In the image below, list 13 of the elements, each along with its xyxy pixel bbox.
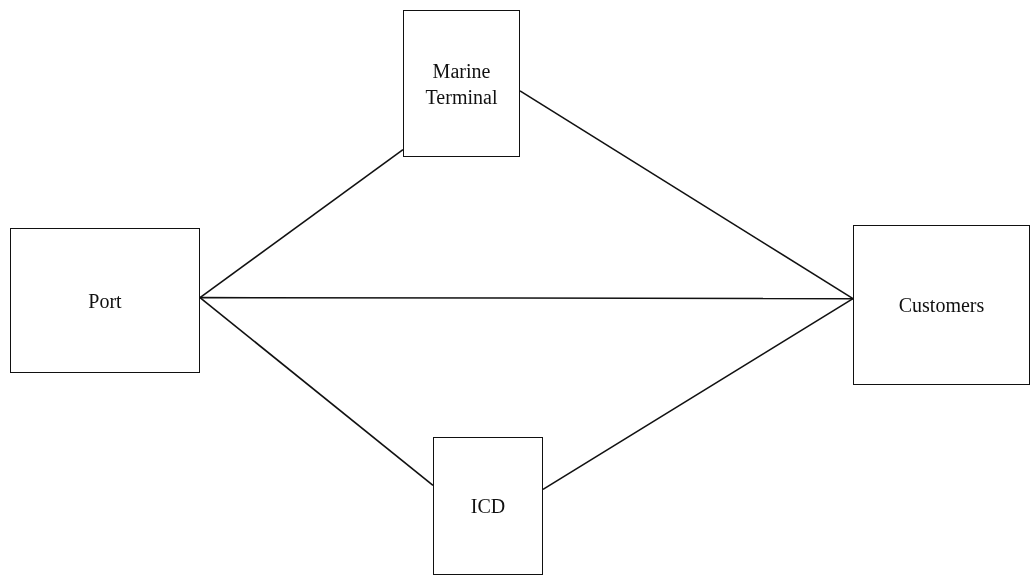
connector-line xyxy=(199,296,854,300)
connector-line xyxy=(519,90,854,300)
node-label: Port xyxy=(88,288,122,314)
node-label: Marine Terminal xyxy=(424,58,499,110)
connector-line xyxy=(199,148,404,299)
connector-line xyxy=(199,296,434,487)
process-box xyxy=(403,10,520,157)
connector-line xyxy=(542,297,854,491)
node-label: Customers xyxy=(898,293,985,318)
process-box xyxy=(10,228,200,373)
process-box xyxy=(853,225,1030,385)
node-label: ICD xyxy=(470,494,506,519)
process-box xyxy=(433,437,543,575)
